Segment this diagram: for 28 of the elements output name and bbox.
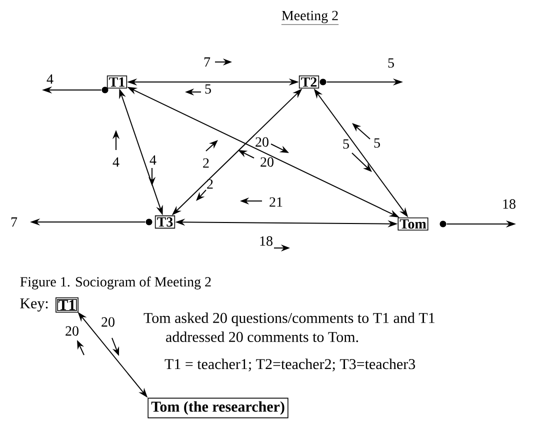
count-label: 4 — [150, 155, 156, 165]
count-label: 5 — [205, 84, 211, 94]
count-label: 5 — [374, 138, 380, 148]
count-label: 20 — [256, 137, 268, 147]
edge-label: 5 — [388, 58, 394, 68]
count-label: 18 — [260, 236, 272, 246]
edge-label: 7 — [11, 217, 18, 227]
person-box: Tom (the researcher) — [148, 398, 288, 418]
person-box: T3 — [154, 215, 176, 229]
caption: Figure 1. Sociogram of Meeting 2 — [20, 276, 211, 290]
count-label: 20 — [102, 317, 114, 327]
count-label: 2 — [203, 158, 209, 168]
person-box: T1 — [106, 75, 128, 89]
count-label: 4 — [112, 157, 120, 167]
edge-label: 4 — [46, 74, 54, 84]
title: Meeting 2 — [281, 10, 339, 25]
count-label: 20 — [260, 157, 274, 167]
key-label: Key: — [20, 298, 48, 312]
person-box: T1 — [56, 297, 78, 313]
count-label: 7 — [204, 57, 210, 67]
edge-label: 18 — [503, 199, 516, 209]
count-label: 5 — [343, 139, 349, 149]
count-label: 20 — [66, 326, 78, 336]
person-box: Tom — [398, 217, 428, 231]
person-box: T2 — [298, 75, 320, 89]
count-label: 21 — [270, 197, 282, 207]
key-legend: T1 = teacher1; T2=teacher2; T3=teacher3 — [164, 358, 416, 372]
key-description: Tom asked 20 questions/comments to T1 and T1 addressed 20 comments to Tom. — [144, 312, 434, 342]
